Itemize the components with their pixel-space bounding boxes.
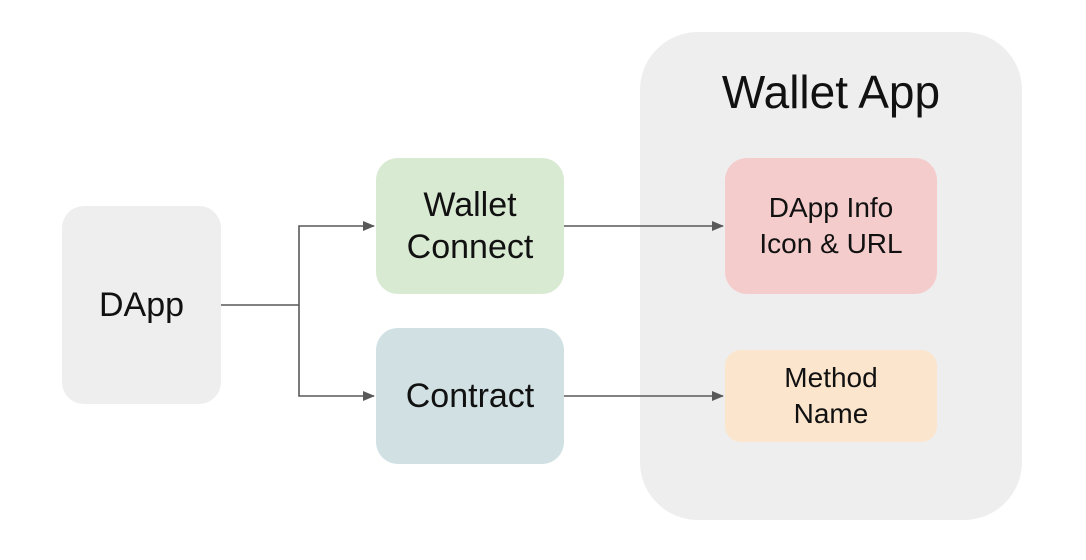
connector-dapp-to-contract — [298, 305, 375, 401]
dapp-info-label-line1: DApp Info — [768, 192, 894, 223]
dapp-info-node: DApp Info Icon & URL — [725, 158, 937, 294]
wallet-connect-label-line2: Connect — [406, 228, 534, 266]
wallet-connect-label-line1: Wallet — [423, 186, 517, 224]
connector-dapp-to-wallet-connect — [298, 221, 375, 305]
dapp-info-label-line2: Icon & URL — [759, 228, 903, 259]
method-name-label-line1: Method — [784, 362, 878, 393]
dapp-label: DApp — [98, 286, 185, 324]
method-name-label-line2: Name — [793, 398, 869, 429]
wallet-connect-node: Wallet Connect — [376, 158, 564, 294]
dapp-node: DApp — [62, 206, 221, 404]
contract-label: Contract — [405, 377, 535, 415]
contract-node: Contract — [376, 328, 564, 464]
method-name-node: Method Name — [725, 350, 937, 442]
wallet-app-title: Wallet App — [721, 66, 941, 118]
